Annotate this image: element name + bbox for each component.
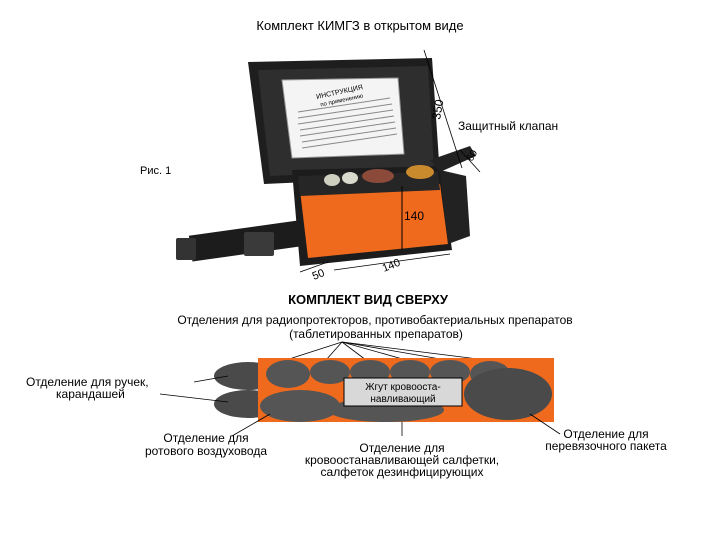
top-view-diagram: КОМПЛЕКТ ВИД СВЕРХУ Отделения для радиоп… xyxy=(0,290,720,540)
dim-depth: 50 xyxy=(311,267,327,283)
bottom-left-line2: ротового воздуховода xyxy=(145,444,267,458)
protective-flap: ИНСТРУКЦИЯ по применению xyxy=(248,58,440,184)
tourniquet-line1: Жгут кровооста- xyxy=(365,382,440,393)
bandage-compartment xyxy=(464,368,552,420)
dim-height: 350 xyxy=(429,98,446,120)
kit-illustration: ИНСТРУКЦИЯ по применению 350 60 140 50 1… xyxy=(0,0,720,300)
top-pointers xyxy=(286,342,486,360)
bottom-right-line2: перевязочного пакета xyxy=(545,439,667,453)
kit-bag xyxy=(292,165,470,266)
dim-width: 140 xyxy=(381,257,403,275)
left-label-line2: карандашей xyxy=(56,387,125,401)
tourniquet-line2: навливающий xyxy=(370,394,435,405)
top-label-line1: Отделения для радиопротекторов, противоб… xyxy=(177,313,572,327)
top-label-line2: (таблетированных препаратов) xyxy=(289,327,463,341)
top-view-title: КОМПЛЕКТ ВИД СВЕРХУ xyxy=(288,292,449,307)
bottom-mid-line3: салфеток дезинфицирующих xyxy=(321,465,484,479)
dim-front: 140 xyxy=(404,209,424,223)
flap-label: Защитный клапан xyxy=(458,119,558,133)
bottom-left-line1: Отделение для xyxy=(163,431,248,445)
belt-strap xyxy=(176,220,301,261)
